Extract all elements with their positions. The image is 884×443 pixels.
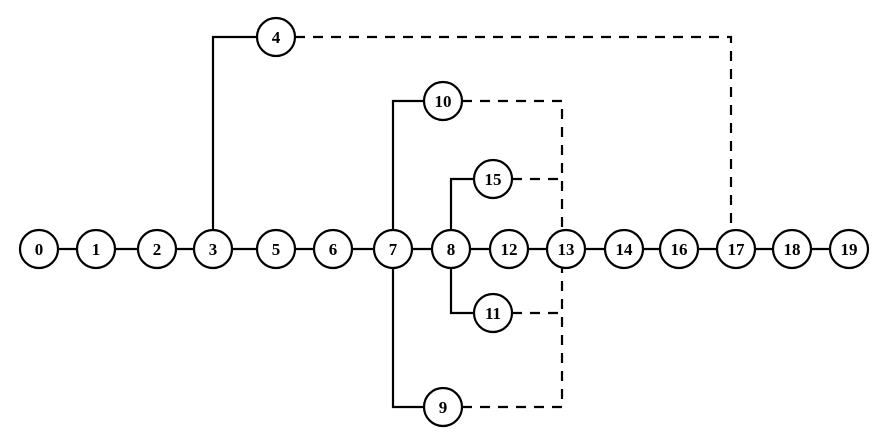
- node-3: 3: [192, 228, 234, 270]
- node-circle: [472, 158, 514, 200]
- node-5: 5: [255, 228, 297, 270]
- node-label: 0: [35, 240, 44, 259]
- node-circle: [312, 228, 354, 270]
- node-8: 8: [430, 228, 472, 270]
- node-circle: [192, 228, 234, 270]
- node-circle: [255, 16, 297, 58]
- node-9: 9: [422, 386, 464, 428]
- node-label: 17: [728, 240, 746, 259]
- node-4: 4: [255, 16, 297, 58]
- node-label: 12: [501, 240, 518, 259]
- node-circle: [771, 228, 813, 270]
- node-10: 10: [422, 80, 464, 122]
- node-circle: [136, 228, 178, 270]
- node-circle: [603, 228, 645, 270]
- node-circle: [372, 228, 414, 270]
- node-label: 5: [272, 240, 281, 259]
- node-circle: [828, 228, 870, 270]
- node-label: 18: [784, 240, 801, 259]
- node-7: 7: [372, 228, 414, 270]
- node-circle: [715, 228, 757, 270]
- node-18: 18: [771, 228, 813, 270]
- node-circle: [472, 292, 514, 334]
- node-circle: [422, 386, 464, 428]
- node-label: 19: [841, 240, 858, 259]
- node-circle: [255, 228, 297, 270]
- node-12: 12: [488, 228, 530, 270]
- node-6: 6: [312, 228, 354, 270]
- node-0: 0: [18, 228, 60, 270]
- edge-8-11: [449, 268, 474, 315]
- node-label: 10: [435, 92, 452, 111]
- node-circle: [422, 80, 464, 122]
- node-circle: [75, 228, 117, 270]
- node-13: 13: [545, 228, 587, 270]
- node-circle: [18, 228, 60, 270]
- node-circle: [658, 228, 700, 270]
- node-16: 16: [658, 228, 700, 270]
- node-14: 14: [603, 228, 645, 270]
- node-2: 2: [136, 228, 178, 270]
- edges-layer: [58, 35, 830, 409]
- node-label: 8: [447, 240, 456, 259]
- node-1: 1: [75, 228, 117, 270]
- node-label: 11: [485, 304, 501, 323]
- edge-10-13: [462, 99, 564, 230]
- edge-4-17: [295, 35, 733, 230]
- node-label: 13: [558, 240, 575, 259]
- node-label: 7: [389, 240, 398, 259]
- node-label: 15: [485, 170, 502, 189]
- node-label: 9: [439, 398, 448, 417]
- node-15: 15: [472, 158, 514, 200]
- node-label: 16: [671, 240, 688, 259]
- node-19: 19: [828, 228, 870, 270]
- edge-9-13: [462, 268, 564, 409]
- node-17: 17: [715, 228, 757, 270]
- edge-8-15: [449, 177, 474, 230]
- edge-7-9: [391, 268, 424, 409]
- node-circle: [488, 228, 530, 270]
- edge-3-4: [211, 35, 257, 230]
- edge-7-10: [391, 99, 424, 230]
- node-circle: [545, 228, 587, 270]
- node-label: 6: [329, 240, 338, 259]
- node-label: 1: [92, 240, 101, 259]
- node-label: 4: [272, 28, 281, 47]
- node-label: 3: [209, 240, 218, 259]
- node-11: 11: [472, 292, 514, 334]
- node-label: 2: [153, 240, 162, 259]
- node-circle: [430, 228, 472, 270]
- node-label: 14: [616, 240, 634, 259]
